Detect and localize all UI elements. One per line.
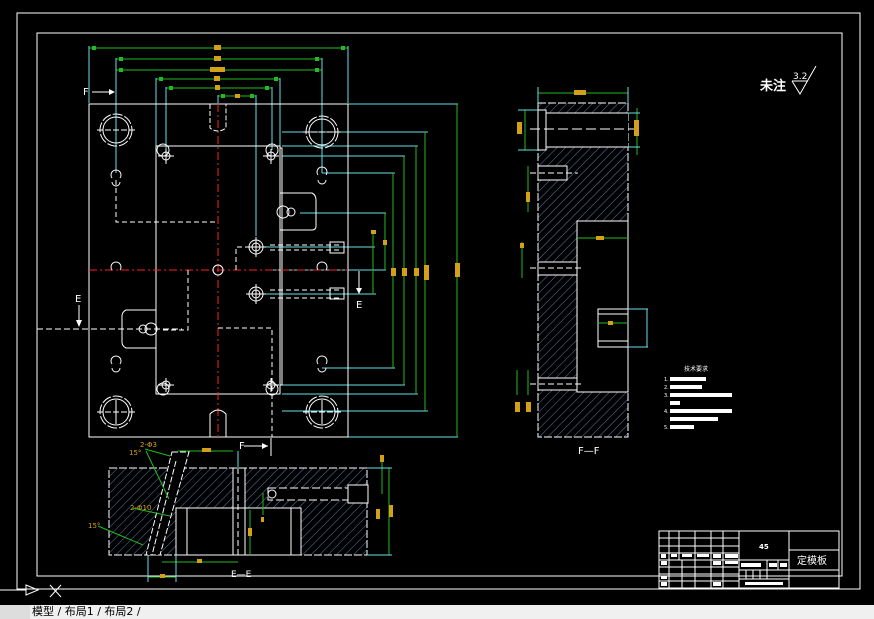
callout-hole-mid: 2-Φ10 [130, 504, 151, 512]
dim-text [380, 455, 384, 462]
callout-angle-top: 15° [129, 449, 141, 457]
part-name: 定模板 [797, 554, 827, 567]
note-4: 4. [664, 409, 669, 415]
dim-text [596, 236, 604, 240]
dim-text [526, 192, 530, 202]
dim-text [574, 90, 586, 95]
dim-text [517, 122, 522, 134]
dim-text [391, 268, 396, 276]
outer-frame [16, 12, 861, 590]
dim-text [235, 94, 240, 98]
dim-text [210, 67, 225, 72]
dim-text [214, 76, 220, 81]
surface-finish-value: 3.2 [793, 72, 807, 82]
dim-text [526, 402, 531, 412]
technical-notes: 技术要求 1. 2. 3. 4. 5. [664, 365, 732, 431]
surface-finish-symbol: 未注 3.2 [759, 65, 817, 95]
dim-text [455, 263, 460, 277]
dim-text [160, 574, 165, 578]
dim-text [383, 240, 387, 245]
dim-text [424, 265, 429, 280]
section-f-f: F—F [515, 87, 648, 457]
dim-text [402, 268, 407, 276]
view-label-e-e: E—E [231, 570, 252, 580]
dim-text [214, 45, 221, 50]
dim-text [389, 505, 393, 517]
surface-finish-label: 未注 [759, 78, 786, 94]
dim-text [376, 509, 380, 519]
section-mark-e-right: E [356, 300, 362, 311]
dim-text [414, 268, 419, 276]
dim-text [634, 120, 639, 136]
view-label-f-f: F—F [578, 446, 600, 457]
layout-tabs[interactable]: 模型 / 布局1 / 布局2 / [32, 605, 141, 618]
ucs-icon [0, 584, 62, 598]
note-1: 1. [664, 377, 669, 383]
section-mark-f-top: F [83, 87, 89, 98]
title-block: 45 定模板 [658, 530, 840, 589]
dim-text [515, 402, 520, 412]
section-mark-f-bottom: F [239, 441, 245, 452]
dim-text [371, 230, 376, 234]
dim-text [202, 448, 211, 452]
dim-text [608, 321, 613, 325]
section-mark-e-left: E [75, 294, 81, 305]
plan-view: F E E F [37, 45, 460, 456]
callout-hole-top: 2-Φ3 [140, 441, 157, 449]
dim-text [214, 56, 221, 61]
cad-drawing-canvas[interactable]: F E E F [0, 0, 874, 605]
dim-text [520, 243, 524, 248]
dim-text [197, 559, 202, 563]
notes-title: 技术要求 [684, 365, 708, 373]
title-block-mark: 45 [759, 543, 769, 551]
dim-text [248, 528, 252, 536]
note-5: 5. [664, 425, 669, 431]
note-3: 3. [664, 393, 669, 399]
section-e-e: 15° 2-Φ3 2-Φ10 15° E—E [88, 441, 393, 582]
note-2: 2. [664, 385, 669, 391]
layout-tab-bar: 模型 / 布局1 / 布局2 / [0, 605, 874, 619]
tab-nav-buttons[interactable] [0, 605, 30, 619]
callout-angle-left: 15° [88, 522, 100, 530]
dim-text [215, 85, 220, 90]
inner-frame [36, 32, 843, 577]
dim-text [261, 517, 264, 522]
